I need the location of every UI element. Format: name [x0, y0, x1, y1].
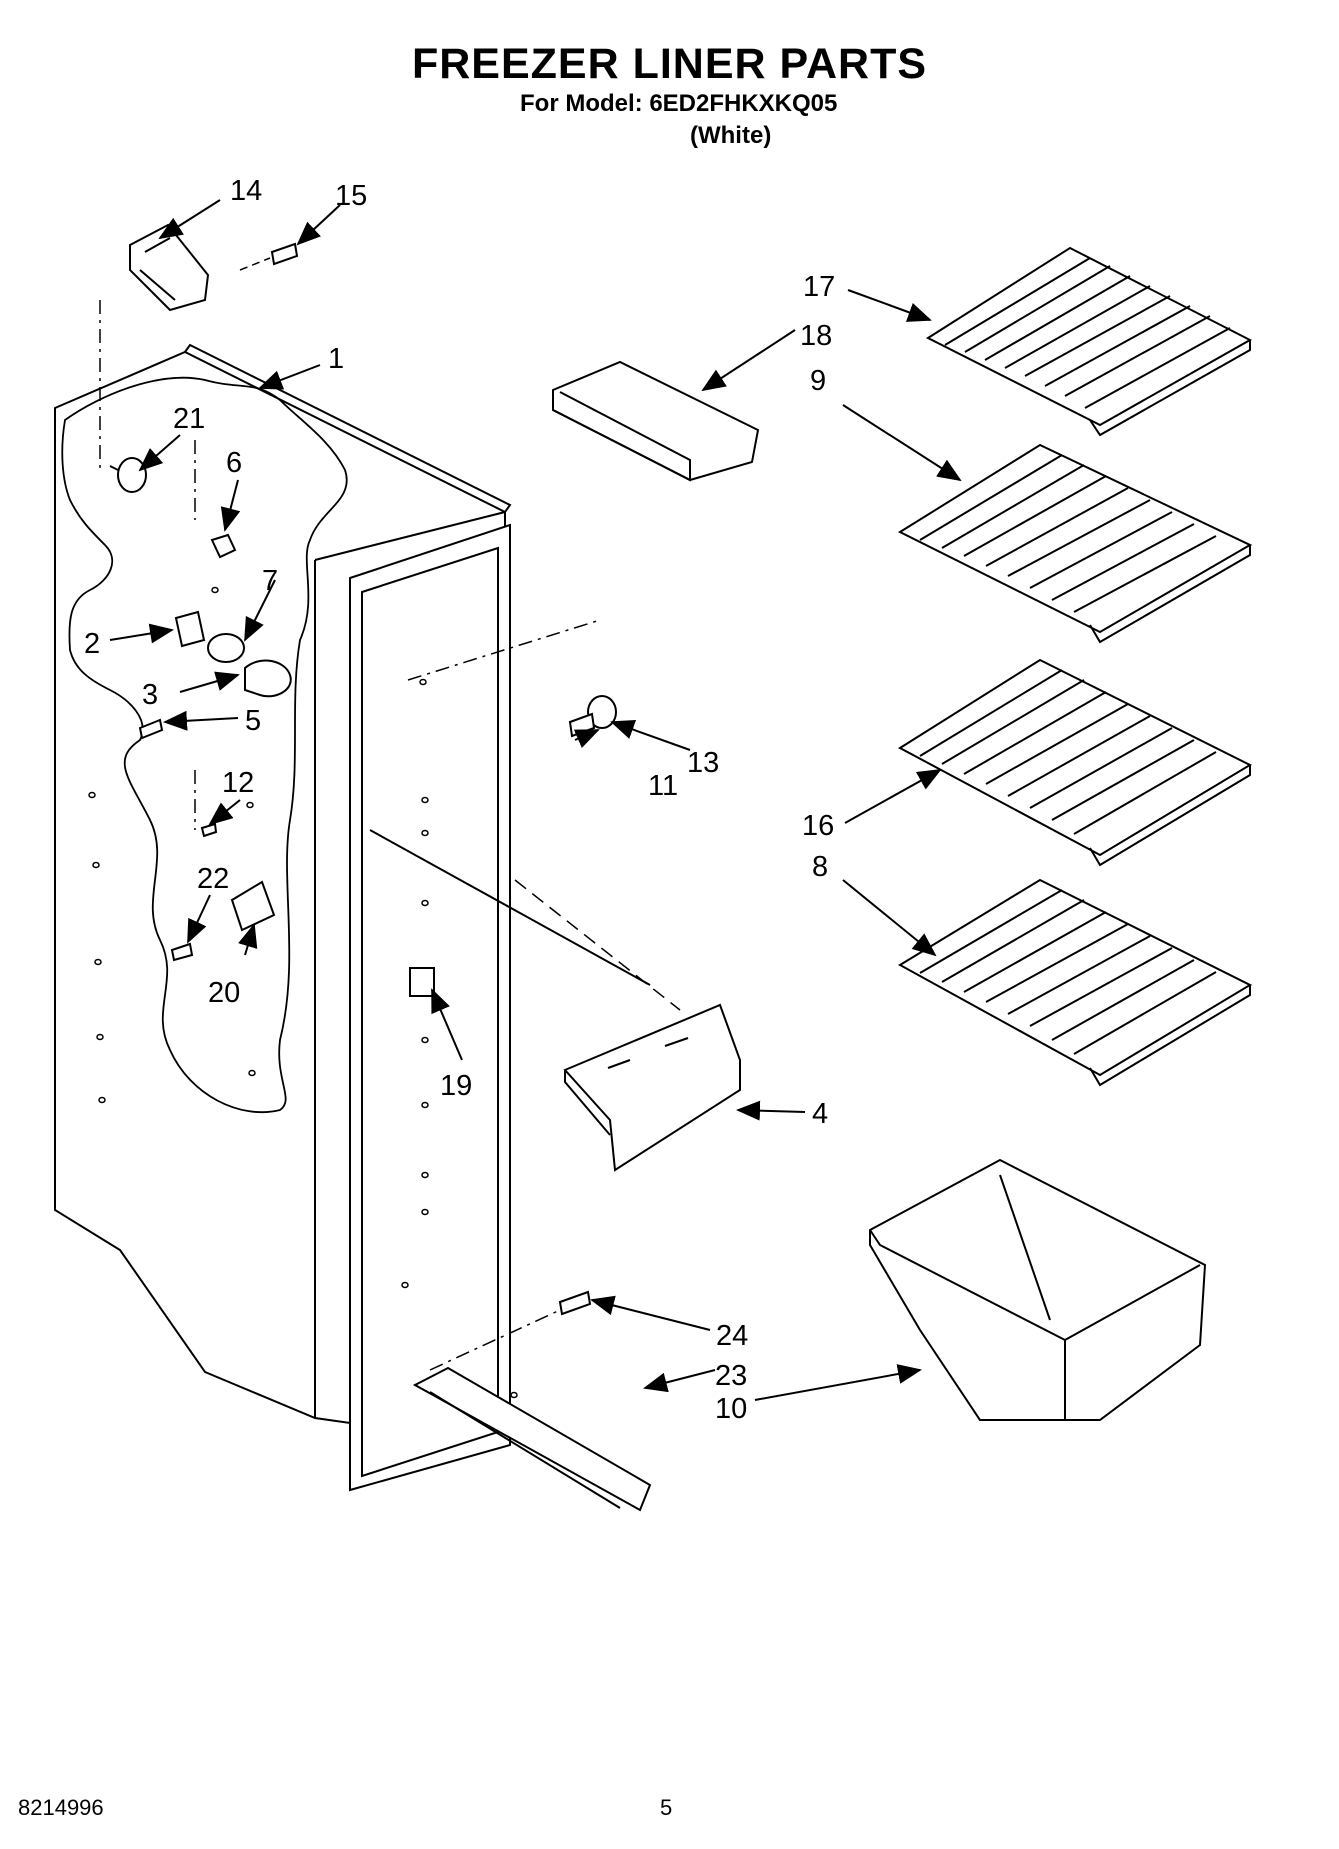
part-23-track [412, 1366, 652, 1512]
callout-9: 9 [810, 365, 826, 397]
callout-6: 6 [226, 447, 242, 479]
color-variant: (White) [690, 122, 772, 149]
callout-15: 15 [335, 180, 367, 212]
callout-19: 19 [440, 1070, 472, 1102]
callout-16: 16 [802, 810, 834, 842]
freezer-liner [54, 343, 651, 1492]
part-12-screw [200, 822, 218, 838]
alignment-lines [99, 257, 681, 1371]
part-5-screw [138, 718, 164, 740]
callout-11: 11 [648, 770, 678, 802]
document-number: 8214996 [18, 1795, 104, 1820]
callout-17: 17 [803, 271, 835, 303]
wire-shelves [897, 246, 1253, 1087]
model-line: For Model: 6ED2FHKXKQ05 [520, 90, 838, 117]
callout-10: 10 [715, 1393, 747, 1425]
part-4-bracket [563, 1003, 741, 1172]
part-10-bin [869, 1158, 1207, 1421]
shelf-8 [898, 878, 1253, 1087]
part-20-thermostat [230, 880, 276, 932]
callout-1: 1 [328, 343, 344, 375]
part-15-screw [270, 242, 299, 266]
page-title: FREEZER LINER PARTS [411, 40, 928, 88]
callout-14: 14 [230, 175, 262, 207]
callout-2: 2 [84, 628, 100, 660]
part-7-shield [207, 633, 245, 663]
shelf-16 [898, 658, 1253, 867]
shelf-17 [925, 246, 1253, 437]
callout-22: 22 [197, 863, 229, 895]
callout-18: 18 [800, 320, 832, 352]
part-2-light-socket [174, 610, 206, 648]
part-3-light-bulb [244, 659, 292, 698]
page-number: 5 [660, 1795, 673, 1820]
small-parts [109, 223, 760, 1316]
callout-labels: 1 2 3 4 5 6 7 8 9 10 11 12 13 14 15 16 1… [84, 175, 835, 1425]
callout-leaders [109, 199, 962, 1401]
callout-13: 13 [687, 747, 719, 779]
part-24-screw [558, 1290, 592, 1316]
shelf-9 [897, 443, 1253, 644]
large-parts [412, 1003, 1207, 1512]
callout-12: 12 [222, 767, 254, 799]
callout-3: 3 [142, 679, 158, 711]
part-19-switch [409, 967, 435, 997]
callout-4: 4 [812, 1098, 828, 1130]
callout-24: 24 [716, 1320, 748, 1352]
callout-21: 21 [173, 403, 205, 435]
part-22-screw [170, 942, 194, 962]
part-6-clip [210, 533, 237, 559]
callout-8: 8 [812, 851, 828, 883]
part-13-grommet [587, 695, 617, 729]
callout-5: 5 [245, 705, 261, 737]
part-21-plug [117, 457, 147, 493]
callout-23: 23 [715, 1360, 747, 1392]
callout-7: 7 [262, 565, 278, 597]
callout-20: 20 [208, 977, 240, 1009]
